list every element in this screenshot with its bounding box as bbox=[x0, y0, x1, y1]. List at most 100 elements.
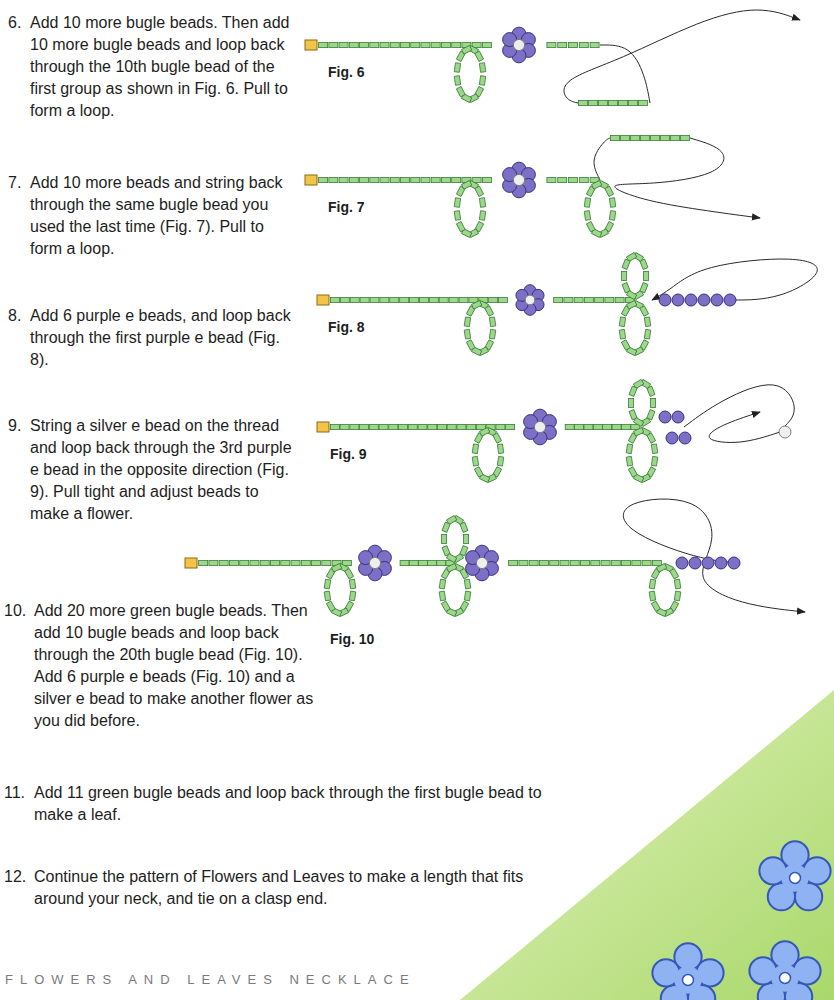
center-bead bbox=[525, 295, 535, 305]
step-number: 6. bbox=[8, 12, 21, 34]
bugle-bead bbox=[579, 100, 588, 105]
bugle-bead bbox=[411, 42, 420, 47]
bugle-bead bbox=[593, 424, 602, 429]
bugle-bead bbox=[439, 579, 445, 589]
bugle-bead bbox=[429, 297, 438, 302]
bugle-bead bbox=[647, 433, 656, 443]
bugle-bead bbox=[493, 433, 502, 443]
bugle-bead bbox=[331, 564, 341, 573]
step-number: 9. bbox=[8, 415, 21, 437]
bugle-bead bbox=[479, 427, 489, 436]
step-text: Add 20 more green bugle beads. Then add … bbox=[34, 600, 318, 732]
bugle-bead bbox=[621, 340, 630, 350]
bugle-bead bbox=[651, 135, 660, 140]
bugle-bead bbox=[401, 42, 410, 47]
figure-label: Fig. 9 bbox=[330, 445, 367, 463]
bugle-bead bbox=[584, 211, 590, 221]
thread bbox=[594, 138, 610, 180]
e-bead bbox=[666, 432, 678, 444]
step-number: 7. bbox=[8, 172, 21, 194]
e-bead bbox=[698, 294, 710, 306]
bugle-bead bbox=[612, 424, 621, 429]
bugle-bead bbox=[400, 297, 409, 302]
bugle-bead bbox=[461, 180, 471, 189]
step-text: Add 10 more bugle beads. Then add 10 mor… bbox=[30, 12, 298, 122]
bugle-bead bbox=[519, 560, 528, 565]
bugle-bead bbox=[621, 135, 630, 140]
bugle-bead bbox=[497, 456, 503, 466]
step-text: Continue the pattern of Flowers and Leav… bbox=[34, 866, 574, 910]
bugle-bead bbox=[441, 42, 450, 47]
bugle-bead bbox=[611, 560, 620, 565]
bugle-bead bbox=[329, 177, 338, 182]
bugle-bead bbox=[569, 42, 578, 47]
bugle-bead bbox=[628, 399, 633, 408]
bugle-bead bbox=[589, 100, 598, 105]
bugle-bead bbox=[411, 177, 420, 182]
bugle-bead bbox=[670, 569, 679, 579]
bugle-bead bbox=[456, 86, 465, 96]
bugle-bead bbox=[454, 63, 460, 73]
bugle-bead bbox=[461, 45, 471, 54]
bugle-bead bbox=[599, 100, 608, 105]
bugle-bead bbox=[547, 177, 556, 182]
e-bead bbox=[679, 432, 691, 444]
bugle-bead bbox=[454, 198, 460, 208]
bugle-bead bbox=[539, 560, 548, 565]
bugle-bead bbox=[626, 456, 632, 466]
bugle-bead bbox=[584, 297, 593, 302]
bugle-bead bbox=[219, 560, 228, 565]
flower-center bbox=[781, 864, 808, 891]
flower-symbol bbox=[759, 841, 830, 910]
e-bead bbox=[724, 294, 736, 306]
bugle-bead bbox=[454, 211, 460, 221]
bugle-bead bbox=[340, 297, 349, 302]
bugle-bead bbox=[489, 317, 495, 327]
bugle-bead bbox=[595, 297, 604, 302]
bugle-bead bbox=[605, 297, 614, 302]
bugle-bead bbox=[489, 297, 498, 302]
bugle-bead bbox=[622, 560, 631, 565]
bugle-bead bbox=[350, 424, 359, 429]
bugle-bead bbox=[628, 467, 637, 477]
bugle-bead bbox=[459, 297, 468, 302]
bugle-bead bbox=[619, 100, 628, 105]
bugle-bead bbox=[554, 297, 563, 302]
figure-label: Fig. 8 bbox=[328, 318, 365, 336]
bugle-bead bbox=[437, 560, 446, 565]
e-bead bbox=[689, 557, 701, 569]
bugle-bead bbox=[590, 42, 599, 47]
bugle-bead bbox=[428, 560, 437, 565]
bugle-bead bbox=[250, 560, 259, 565]
bugle-bead bbox=[389, 424, 398, 429]
step-number: 10. bbox=[4, 600, 26, 622]
bugle-bead bbox=[609, 100, 618, 105]
bugle-bead bbox=[454, 76, 460, 86]
bugle-bead bbox=[485, 306, 494, 316]
bugle-bead bbox=[564, 297, 573, 302]
bugle-bead bbox=[437, 424, 446, 429]
bugle-bead bbox=[380, 177, 389, 182]
bugle-bead bbox=[456, 221, 465, 231]
figure-label: Fig. 6 bbox=[328, 63, 365, 81]
bugle-bead bbox=[410, 297, 419, 302]
bugle-bead bbox=[644, 329, 650, 339]
bugle-bead bbox=[674, 579, 680, 589]
bugle-bead bbox=[652, 560, 661, 565]
corner-band bbox=[460, 690, 834, 1000]
bugle-bead bbox=[611, 135, 620, 140]
bugle-bead bbox=[651, 601, 660, 611]
bugle-bead bbox=[626, 444, 632, 454]
e-bead bbox=[702, 557, 714, 569]
e-bead bbox=[672, 411, 684, 423]
bugle-bead bbox=[609, 198, 615, 208]
bugle-bead bbox=[312, 560, 321, 565]
bugle-bead bbox=[418, 560, 427, 565]
bugle-bead bbox=[661, 135, 670, 140]
flower-eye bbox=[790, 873, 801, 884]
bugle-bead bbox=[674, 591, 680, 601]
bugle-bead bbox=[681, 135, 690, 140]
bugle-bead bbox=[330, 297, 339, 302]
bugle-bead bbox=[565, 424, 574, 429]
bugle-bead bbox=[330, 424, 339, 429]
